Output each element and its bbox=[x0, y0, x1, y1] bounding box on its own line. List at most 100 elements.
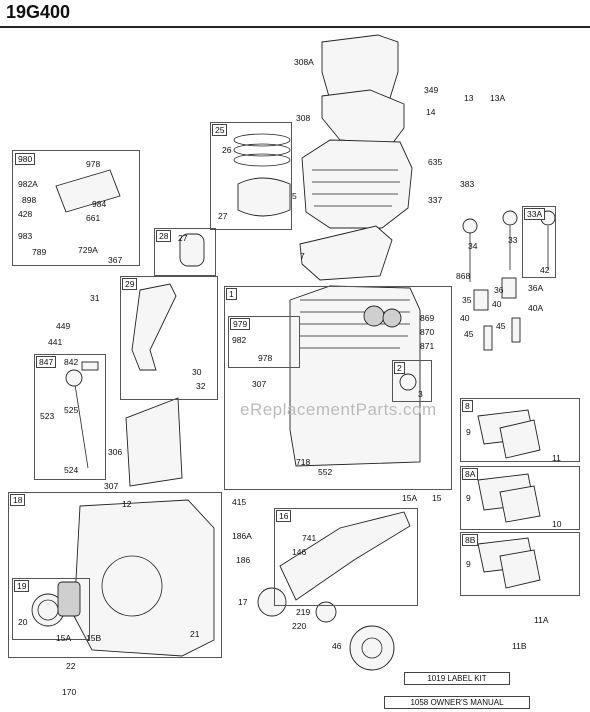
label-31: 31 bbox=[90, 293, 100, 303]
box-8: 8 bbox=[462, 400, 473, 412]
label-552: 552 bbox=[318, 467, 333, 477]
label-869: 869 bbox=[420, 313, 435, 323]
label-9-b: 9 bbox=[466, 493, 471, 503]
label-349: 349 bbox=[424, 85, 439, 95]
box-16: 16 bbox=[276, 510, 292, 522]
label-36: 36 bbox=[494, 285, 504, 295]
box-8A: 8A bbox=[462, 468, 479, 480]
box-2-frame bbox=[392, 360, 432, 402]
label-35: 35 bbox=[462, 295, 472, 305]
watermark: eReplacementParts.com bbox=[240, 400, 437, 419]
box-33A: 33A bbox=[524, 208, 546, 220]
box-25-frame bbox=[210, 122, 292, 230]
label-978-b: 978 bbox=[258, 353, 273, 363]
label-3: 3 bbox=[418, 389, 423, 399]
head-gasket bbox=[299, 225, 393, 281]
box-847-frame bbox=[34, 354, 106, 480]
label-27-b: 27 bbox=[178, 233, 188, 243]
piston-pin bbox=[179, 233, 205, 267]
label-870: 870 bbox=[420, 327, 435, 337]
label-449: 449 bbox=[56, 321, 71, 331]
box-8B: 8B bbox=[462, 534, 479, 546]
box-33A-frame bbox=[522, 206, 556, 278]
owners-manual-note: 1058 OWNER'S MANUAL bbox=[384, 696, 530, 709]
label-978-a: 978 bbox=[86, 159, 101, 169]
piston bbox=[237, 177, 291, 217]
label-36A: 36A bbox=[528, 283, 544, 293]
label-789: 789 bbox=[32, 247, 47, 257]
label-14: 14 bbox=[426, 107, 436, 117]
box-980: 980 bbox=[15, 153, 36, 165]
label-5: 5 bbox=[292, 191, 297, 201]
label-383: 383 bbox=[460, 179, 475, 189]
label-868: 868 bbox=[456, 271, 471, 281]
box-28: 28 bbox=[156, 230, 172, 242]
label-525: 525 bbox=[64, 405, 79, 415]
diagram-title: 19G400 bbox=[6, 2, 71, 22]
cylinder-head bbox=[301, 139, 413, 229]
oil-seal bbox=[399, 373, 417, 391]
label-524: 524 bbox=[64, 465, 79, 475]
label-7: 7 bbox=[300, 251, 305, 261]
label-kit-note: 1019 LABEL KIT bbox=[404, 672, 510, 685]
label-13: 13 bbox=[464, 93, 474, 103]
label-306: 306 bbox=[108, 447, 123, 457]
label-984: 984 bbox=[92, 199, 107, 209]
label-32: 32 bbox=[196, 381, 206, 391]
box-29: 29 bbox=[122, 278, 138, 290]
label-17: 17 bbox=[238, 597, 248, 607]
label-10: 10 bbox=[552, 519, 562, 529]
box-8B-frame bbox=[460, 532, 580, 596]
box-1-frame bbox=[224, 286, 452, 490]
label-170: 170 bbox=[62, 687, 77, 697]
label-842: 842 bbox=[64, 357, 79, 367]
label-42: 42 bbox=[540, 265, 550, 275]
connecting-rod bbox=[131, 283, 177, 371]
header-rule bbox=[0, 26, 590, 28]
box-8A-frame bbox=[460, 466, 580, 530]
label-22: 22 bbox=[66, 661, 76, 671]
label-9-c: 9 bbox=[466, 559, 471, 569]
label-11: 11 bbox=[552, 453, 561, 463]
box-18-frame bbox=[8, 492, 222, 658]
box-25: 25 bbox=[212, 124, 228, 136]
box-29-frame bbox=[120, 276, 218, 400]
label-635: 635 bbox=[428, 157, 443, 167]
label-898: 898 bbox=[22, 195, 37, 205]
label-20: 20 bbox=[18, 617, 28, 627]
box-28-frame bbox=[154, 228, 216, 276]
label-40-a: 40 bbox=[492, 299, 502, 309]
label-26: 26 bbox=[222, 145, 232, 155]
label-46: 46 bbox=[332, 641, 342, 651]
label-34: 34 bbox=[468, 241, 478, 251]
label-220: 220 bbox=[292, 621, 307, 631]
label-871: 871 bbox=[420, 341, 435, 351]
label-428: 428 bbox=[18, 209, 33, 219]
label-13A: 13A bbox=[490, 93, 506, 103]
box-16-frame bbox=[274, 508, 418, 606]
label-15: 15 bbox=[432, 493, 442, 503]
label-12: 12 bbox=[122, 499, 132, 509]
crankshaft bbox=[279, 511, 411, 601]
box-980-frame bbox=[12, 150, 140, 266]
crankcase-cover bbox=[73, 499, 215, 657]
label-11A: 11A bbox=[534, 615, 549, 625]
label-982A: 982A bbox=[18, 179, 38, 189]
cam-gear bbox=[349, 625, 395, 671]
box-2: 2 bbox=[394, 362, 405, 374]
label-661: 661 bbox=[86, 213, 101, 223]
label-219: 219 bbox=[296, 607, 311, 617]
label-21: 21 bbox=[190, 629, 200, 639]
label-415: 415 bbox=[232, 497, 247, 507]
box-19: 19 bbox=[14, 580, 30, 592]
label-982: 982 bbox=[232, 335, 247, 345]
label-337: 337 bbox=[428, 195, 443, 205]
label-33: 33 bbox=[508, 235, 518, 245]
label-30: 30 bbox=[192, 367, 202, 377]
label-983: 983 bbox=[18, 231, 33, 241]
label-367: 367 bbox=[108, 255, 123, 265]
label-718: 718 bbox=[296, 457, 311, 467]
box-979: 979 bbox=[230, 318, 251, 330]
label-186: 186 bbox=[236, 555, 251, 565]
